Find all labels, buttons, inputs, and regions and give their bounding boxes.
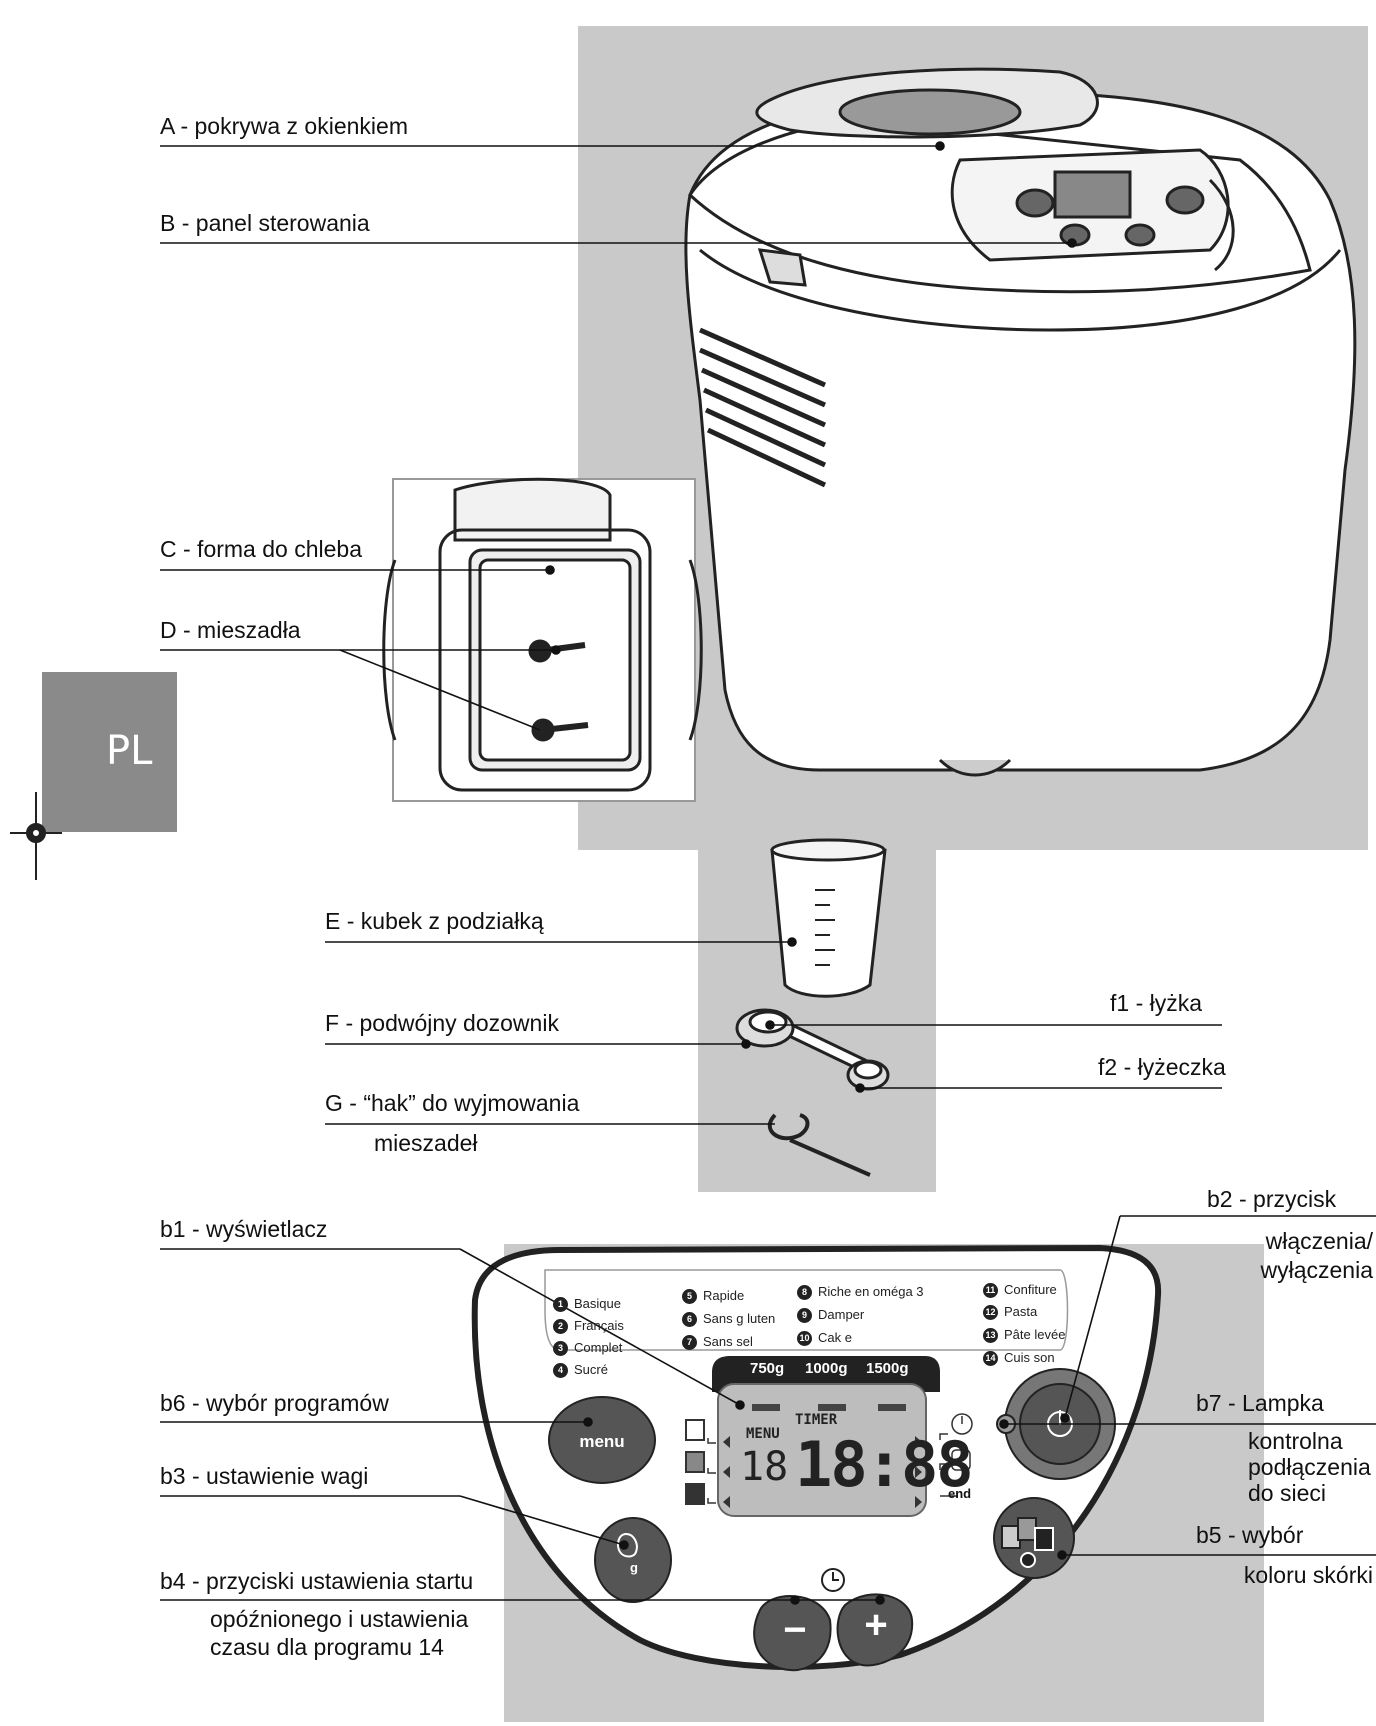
label-display: b1 - wyświetlacz <box>160 1216 328 1242</box>
label-control-panel: B - panel sterowania <box>160 210 370 236</box>
label-hook: G - “hak” do wyjmowania <box>325 1090 580 1116</box>
registration-mark-icon <box>10 792 62 880</box>
measuring-spoon-drawing <box>735 1008 890 1091</box>
label-bread-pan: C - forma do chleba <box>160 536 362 562</box>
label-weight-setting: b3 - ustawienie wagi <box>160 1463 369 1489</box>
minus-button[interactable]: − <box>783 1608 807 1652</box>
label-crust-select-2: koloru skórki <box>1243 1562 1373 1588</box>
plus-button[interactable]: + <box>864 1603 888 1647</box>
label-measuring-cup: E - kubek z podziałką <box>325 908 544 934</box>
power-button[interactable] <box>1005 1370 1115 1480</box>
label-delay-buttons: b4 - przyciski ustawienia startu <box>160 1568 474 1594</box>
language-tab <box>42 672 177 832</box>
label-delay-buttons-3: czasu dla programu 14 <box>210 1634 444 1660</box>
label-power-button-2: włączenia/ <box>1265 1228 1373 1254</box>
hook-drawing <box>767 1113 871 1177</box>
lcd-program-number: 18 <box>740 1444 789 1490</box>
label-program-select: b6 - wybór programów <box>160 1390 389 1416</box>
leader-lines <box>160 141 1376 1605</box>
lcd-end-label: end <box>948 1486 972 1501</box>
clock-icon <box>822 1569 844 1591</box>
label-teaspoon: f2 - łyżeczka <box>1098 1054 1226 1080</box>
label-power-lamp-2: kontrolna <box>1248 1428 1343 1454</box>
bread-machine-drawing <box>684 67 1357 777</box>
label-crust-select: b5 - wybór <box>1196 1522 1304 1548</box>
lcd-menu-label: MENU <box>746 1426 780 1442</box>
label-hook-cont: mieszadeł <box>374 1130 478 1156</box>
menu-button[interactable]: menu <box>579 1432 625 1451</box>
crust-color-button[interactable] <box>994 1498 1074 1578</box>
bread-pan-drawing <box>382 477 703 792</box>
label-power-button-3: wyłączenia <box>1260 1257 1374 1283</box>
label-kneading-paddles: D - mieszadła <box>160 617 301 643</box>
measuring-cup-drawing <box>770 838 887 998</box>
label-power-lamp-4: do sieci <box>1248 1480 1326 1506</box>
label-delay-buttons-2: opóźnionego i ustawienia <box>210 1606 469 1632</box>
label-power-button: b2 - przycisk <box>1207 1186 1337 1212</box>
weight-750: 750g <box>750 1360 785 1377</box>
weight-1500: 1500g <box>866 1360 909 1377</box>
label-power-lamp-3: podłączenia <box>1248 1454 1371 1480</box>
language-code: PL <box>106 728 153 774</box>
label-tablespoon: f1 - łyżka <box>1110 990 1203 1016</box>
label-power-lamp: b7 - Lampka <box>1196 1390 1324 1416</box>
label-lid: A - pokrywa z okienkiem <box>160 113 408 139</box>
lcd-timer-label: TIMER <box>795 1412 838 1428</box>
power-lamp-indicator <box>995 1415 1015 1435</box>
weight-button[interactable]: g <box>630 1560 638 1575</box>
label-double-spoon: F - podwójny dozownik <box>325 1010 559 1036</box>
lcd-time: 18:88 <box>795 1428 974 1501</box>
weight-1000: 1000g <box>805 1360 848 1377</box>
